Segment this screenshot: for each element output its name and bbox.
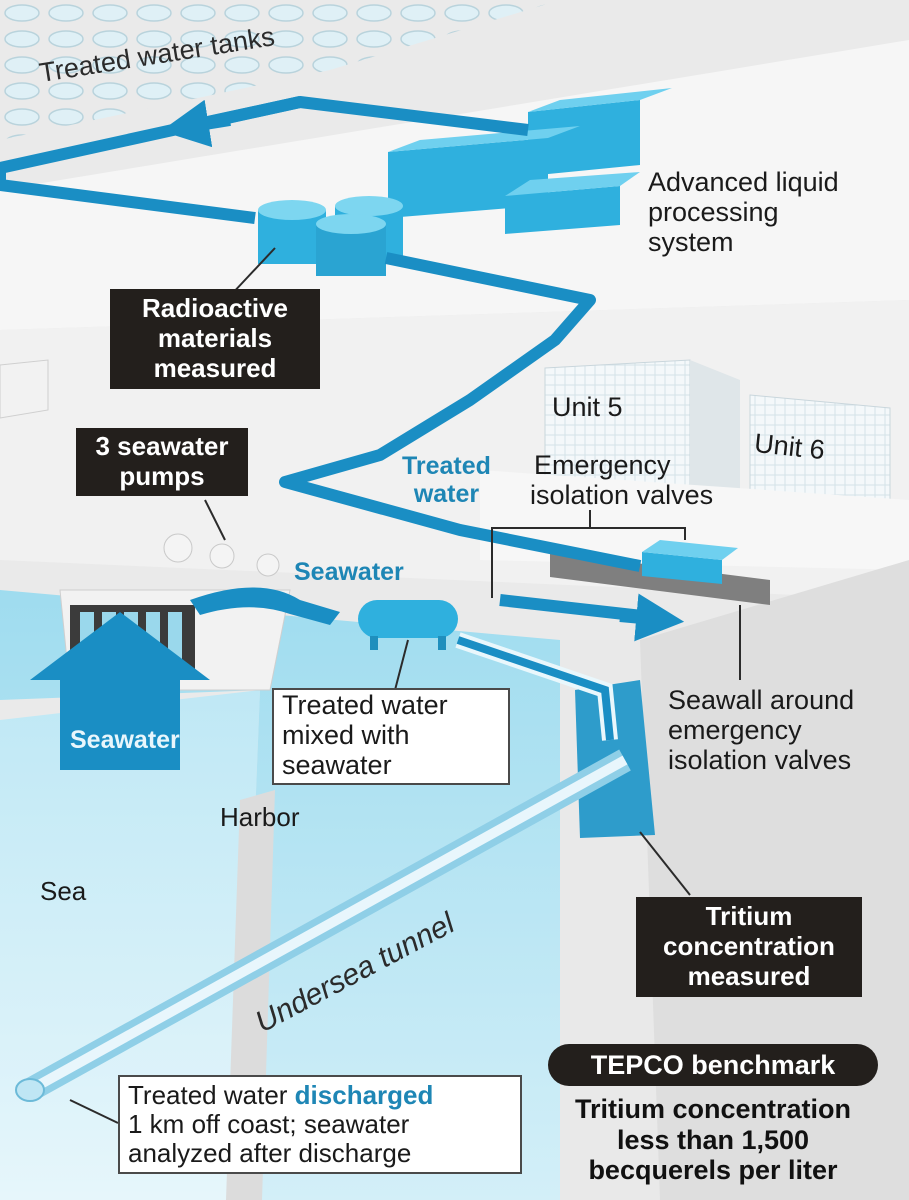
benchmark-badge: TEPCO benchmark	[548, 1044, 878, 1086]
alps-label: Advanced liquid processing system	[648, 167, 839, 258]
mixing-vessel	[358, 600, 458, 650]
sea-label: Sea	[40, 876, 87, 906]
tritium-line1: Tritium	[705, 901, 793, 931]
alps-label-line2: processing	[648, 197, 779, 228]
discharge-line3: analyzed after discharge	[128, 1138, 412, 1169]
flow-arrow-tanks	[161, 99, 231, 148]
benchmark-line1: Tritium concentration	[574, 1094, 852, 1124]
radioactive-line3: measured	[153, 352, 277, 383]
radioactive-line1: Radioactive	[142, 293, 288, 323]
flow-arrow-valves	[619, 593, 685, 642]
discharged-highlight: discharged	[294, 1080, 434, 1110]
treated-water-line2: water	[413, 480, 480, 508]
seawall-line1: Seawall around	[668, 685, 855, 715]
emergency-valves-label: Emergency isolation valves	[530, 450, 713, 510]
seawater-lower-label: Seawater	[70, 726, 180, 754]
tritium-line3: measured	[687, 960, 811, 991]
alps-label-line1: Advanced liquid	[648, 167, 839, 197]
pumps-line1: 3 seawater	[95, 431, 229, 461]
mixed-line3: seawater	[282, 750, 392, 781]
discharge-line2: 1 km off coast; seawater	[128, 1109, 410, 1140]
small-building	[0, 359, 49, 419]
radioactive-materials-box: Radioactive materials measured	[110, 289, 320, 389]
discharge-pipe	[456, 636, 614, 741]
pumps-line2: pumps	[119, 460, 205, 491]
mixed-line2: mixed with	[282, 720, 410, 751]
seawater-transfer-arrow	[190, 587, 340, 625]
alps-label-line3: system	[648, 227, 734, 258]
radioactive-line2: materials	[157, 322, 273, 353]
unit5-label: Unit 5	[552, 392, 623, 422]
alps-buildings	[388, 88, 672, 234]
tritium-line2: concentration	[663, 930, 835, 961]
emergency-valve-box	[642, 540, 738, 584]
seawater-upper-label: Seawater	[294, 558, 404, 586]
emergency-line2: isolation valves	[530, 480, 714, 511]
discharge-line1: Treated water discharged	[128, 1080, 512, 1110]
benchmark-text: Tritium concentration less than 1,500 be…	[532, 1094, 894, 1186]
tunnel-outlet	[15, 1078, 45, 1102]
tritium-measured-box: Tritium concentration measured	[636, 897, 862, 997]
discharge-box: Treated water discharged 1 km off coast;…	[118, 1075, 522, 1175]
mixed-line1: Treated water	[282, 690, 448, 720]
emergency-line1: Emergency	[534, 450, 671, 480]
treated-water-label: Treated water	[402, 452, 491, 508]
harbor-label: Harbor	[220, 802, 300, 832]
treated-water-line1: Treated	[402, 452, 491, 480]
discharge-text: Treated water	[128, 1080, 295, 1110]
benchmark-line3: becquerels per liter	[588, 1155, 838, 1185]
turbine-hall	[480, 470, 909, 570]
seawater-inflow-arrow	[30, 612, 210, 770]
leader-lines	[69, 247, 741, 1124]
undersea-tunnel	[27, 755, 628, 1095]
seawall-line2: emergency	[668, 715, 802, 746]
seawater-pumps-box: 3 seawater pumps	[76, 428, 248, 496]
seawall-line3: isolation valves	[668, 745, 852, 776]
section-block	[640, 560, 909, 1200]
seawall-label: Seawall around emergency isolation valve…	[668, 685, 854, 776]
benchmark-line2: less than 1,500	[616, 1124, 810, 1155]
mixed-water-box: Treated water mixed with seawater	[272, 688, 510, 785]
seawall	[550, 552, 770, 605]
tank-field	[0, 0, 560, 140]
